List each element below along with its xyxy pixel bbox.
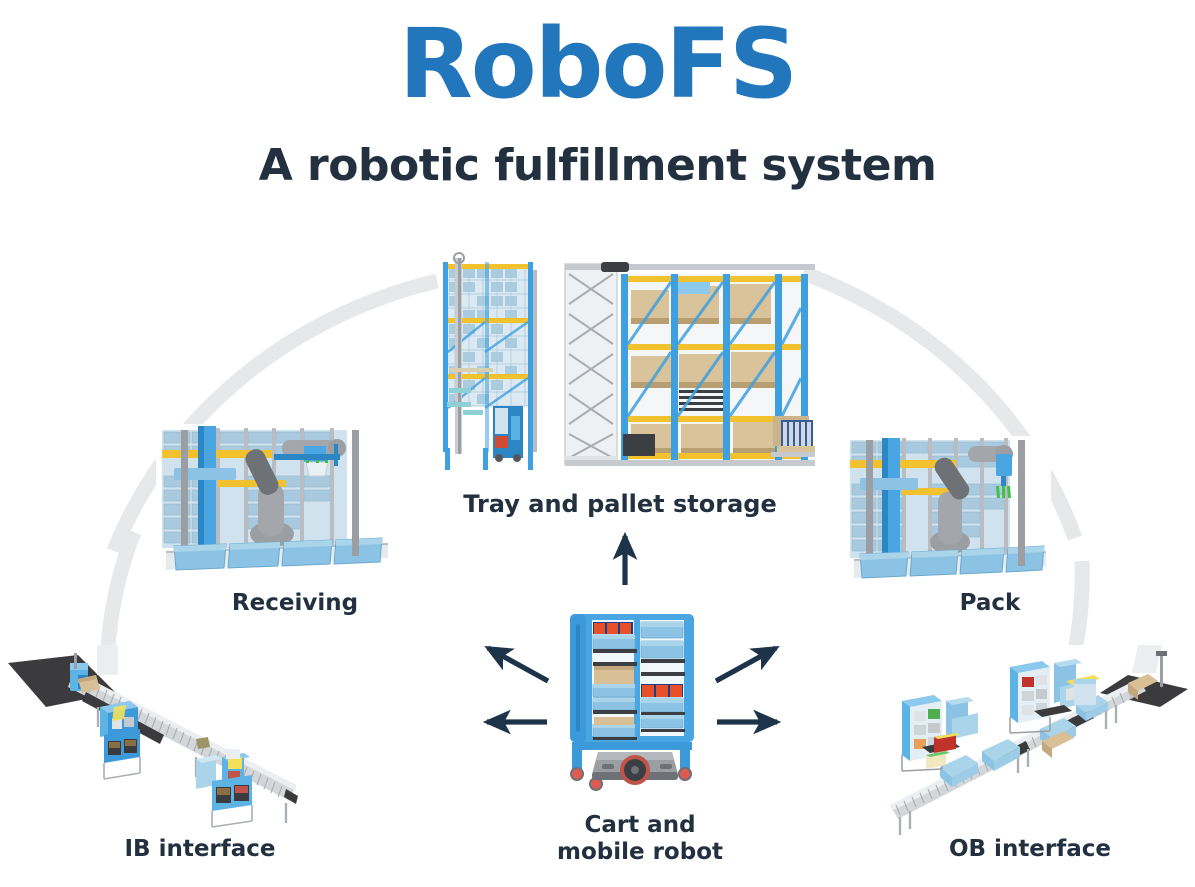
arrow-up-right [714,645,780,684]
pack-image [846,436,1051,584]
cart-and-mobile-robot-image [552,602,712,797]
ib-interface-image [0,645,300,840]
label-tray-and-pallet-storage: Tray and pallet storage [463,490,777,518]
label-ib-interface: IB interface [124,836,276,862]
label-pack: Pack [959,590,1021,616]
ob-interface-image [870,645,1195,840]
tray-and-pallet-storage-image [425,248,815,488]
page-subtitle: A robotic fulfillment system [258,140,937,191]
label-receiving: Receiving [231,590,359,616]
arrow-up-left [484,645,550,684]
page-logo: RoboFS [398,8,798,120]
label-cart-and-mobile-robot: Cart and mobile robot [556,812,723,866]
receiving-image [156,424,394,578]
label-ob-interface: OB interface [948,836,1112,862]
